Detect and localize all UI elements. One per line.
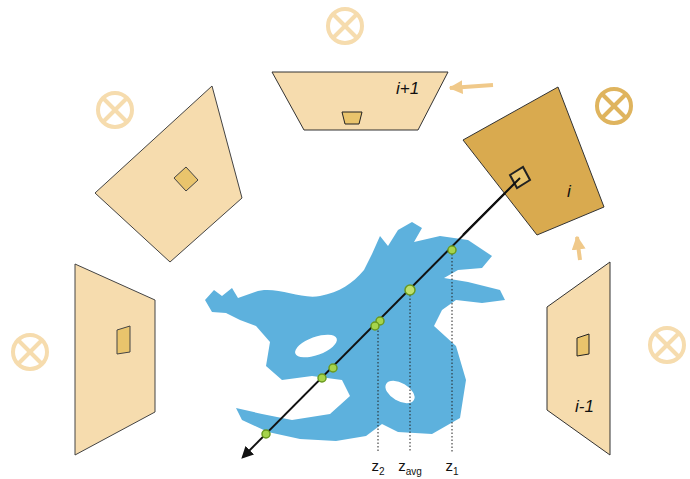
camera-outline xyxy=(272,72,448,130)
camera-body xyxy=(272,72,448,130)
camera-index: i xyxy=(567,183,571,200)
camera-index: i+1 xyxy=(396,80,419,97)
dragon-silhouette xyxy=(205,222,505,441)
image-pixel xyxy=(577,334,589,356)
depth-label: zavg xyxy=(398,458,422,473)
camera-frustum: i xyxy=(463,87,605,235)
camera-sequence-arrow xyxy=(577,237,580,260)
camera-frustum: i-1 xyxy=(547,262,610,455)
viewing-ray xyxy=(463,178,520,235)
image-pixel xyxy=(342,112,362,124)
depth-label: z2 xyxy=(371,458,384,473)
camera-frustum: i+1 xyxy=(272,72,448,130)
camera-body xyxy=(547,262,610,455)
camera-frustum xyxy=(75,86,242,455)
camera-index: i-1 xyxy=(575,398,594,415)
intersection-dot xyxy=(262,246,456,438)
camera-sequence-arrow xyxy=(450,85,493,88)
viewing-ray xyxy=(243,178,520,457)
depth-label: z1 xyxy=(445,458,458,473)
camera-body xyxy=(463,87,604,235)
camera-outline xyxy=(547,262,610,455)
camera-outline xyxy=(463,87,605,235)
